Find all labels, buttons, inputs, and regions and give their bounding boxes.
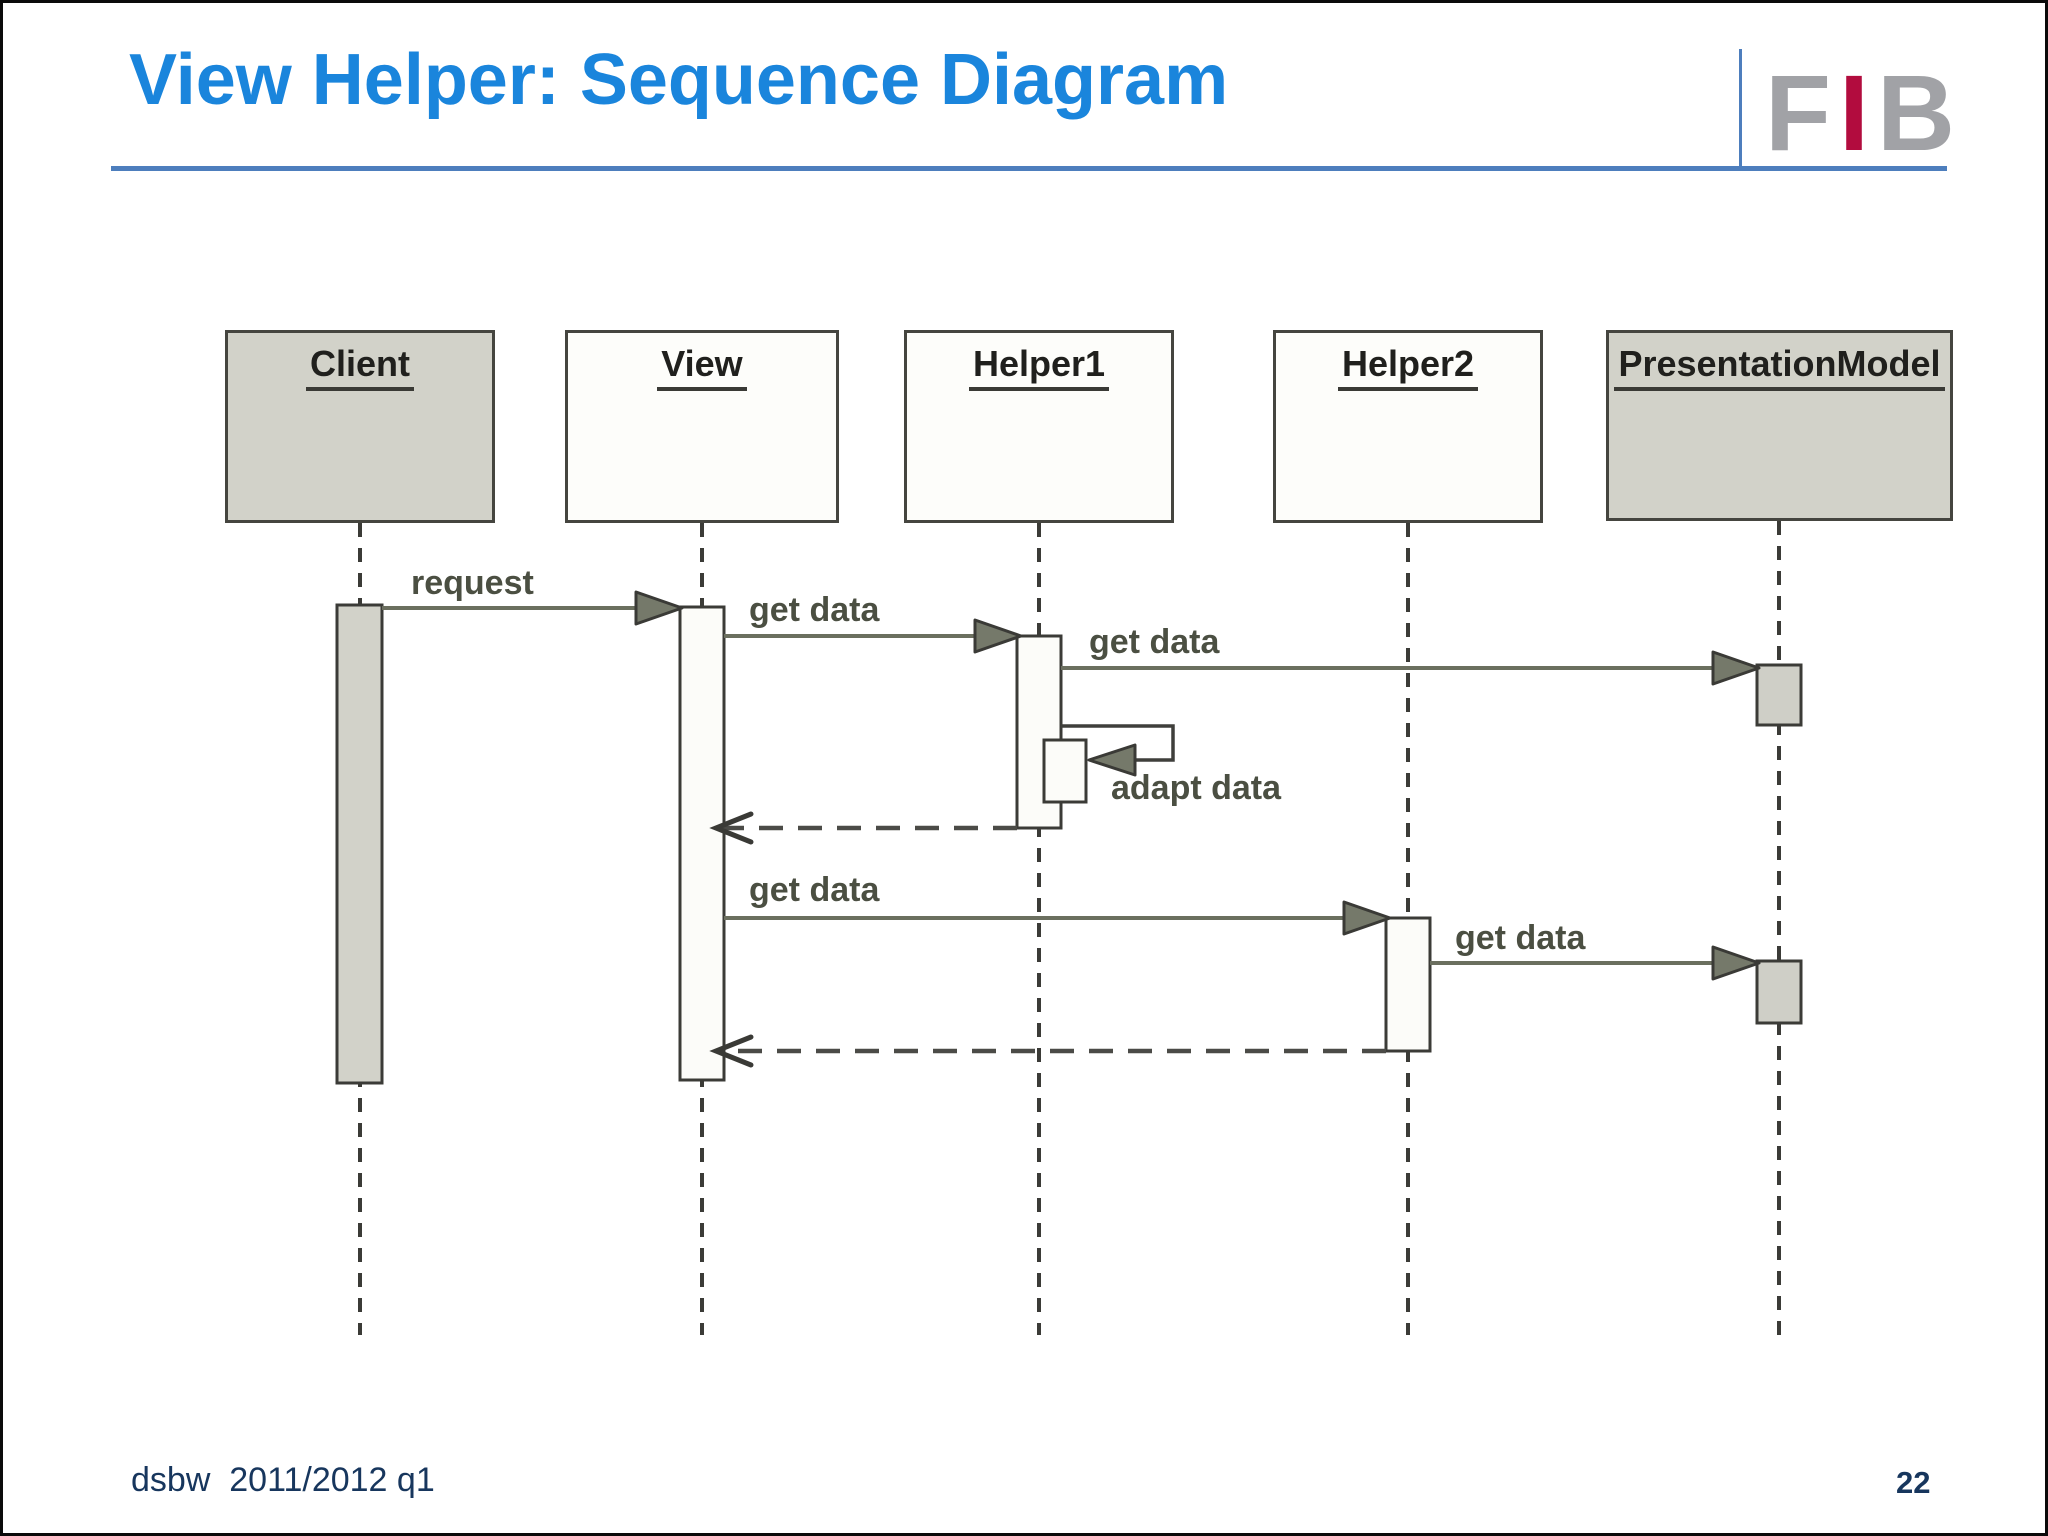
arrowhead-getdata-helper1-pm (1711, 650, 1761, 686)
footer-page-number: 22 (1896, 1465, 1931, 1500)
logo-letter-i: I (1838, 52, 1877, 173)
message-label-getdata-1: get data (749, 591, 880, 629)
object-box-client: Client (225, 330, 495, 523)
message-label-request: request (411, 564, 534, 602)
object-label-view: View (657, 343, 747, 391)
message-label-getdata-3: get data (749, 871, 880, 909)
activation-presentationmodel-2 (1755, 959, 1803, 1025)
activation-client (335, 603, 384, 1085)
activation-helper2 (1384, 916, 1432, 1053)
object-label-helper2: Helper2 (1337, 343, 1479, 391)
object-label-helper1: Helper1 (968, 343, 1110, 391)
activation-view (678, 605, 726, 1082)
activation-helper1-nested (1042, 738, 1088, 804)
object-box-helper2: Helper2 (1273, 330, 1543, 523)
object-box-presentationmodel: PresentationModel (1606, 330, 1953, 521)
arrowhead-getdata-view-helper1 (973, 618, 1023, 654)
logo-separator-line (1739, 49, 1742, 171)
arrowhead-selfcall-adaptdata (1087, 743, 1137, 777)
object-box-helper1: Helper1 (904, 330, 1174, 523)
arrowhead-return-helper2-view (709, 1034, 754, 1068)
fib-logo: FIB (1765, 59, 1963, 171)
arrowhead-request (634, 590, 684, 626)
diagram-canvas (335, 521, 1803, 1335)
title-underline (111, 166, 1947, 171)
arrowhead-getdata-view-helper2 (1342, 900, 1392, 936)
activation-presentationmodel-1 (1755, 663, 1803, 727)
logo-letter-b: B (1877, 52, 1963, 173)
footer-course-text: dsbw 2011/2012 q1 (131, 1461, 435, 1499)
logo-letter-f: F (1765, 52, 1839, 173)
sequence-diagram: Client View Helper1 Helper2 Presentation… (3, 3, 2045, 1533)
page-title: View Helper: Sequence Diagram (129, 40, 1229, 120)
arrowhead-return-helper1-view (709, 811, 754, 845)
object-label-presentationmodel: PresentationModel (1614, 343, 1945, 391)
object-box-view: View (565, 330, 839, 523)
message-label-adaptdata: adapt data (1111, 769, 1282, 807)
object-label-client: Client (305, 343, 414, 391)
message-label-getdata-2: get data (1089, 623, 1220, 661)
arrowhead-getdata-helper2-pm (1711, 945, 1761, 981)
message-label-getdata-4: get data (1455, 919, 1586, 957)
